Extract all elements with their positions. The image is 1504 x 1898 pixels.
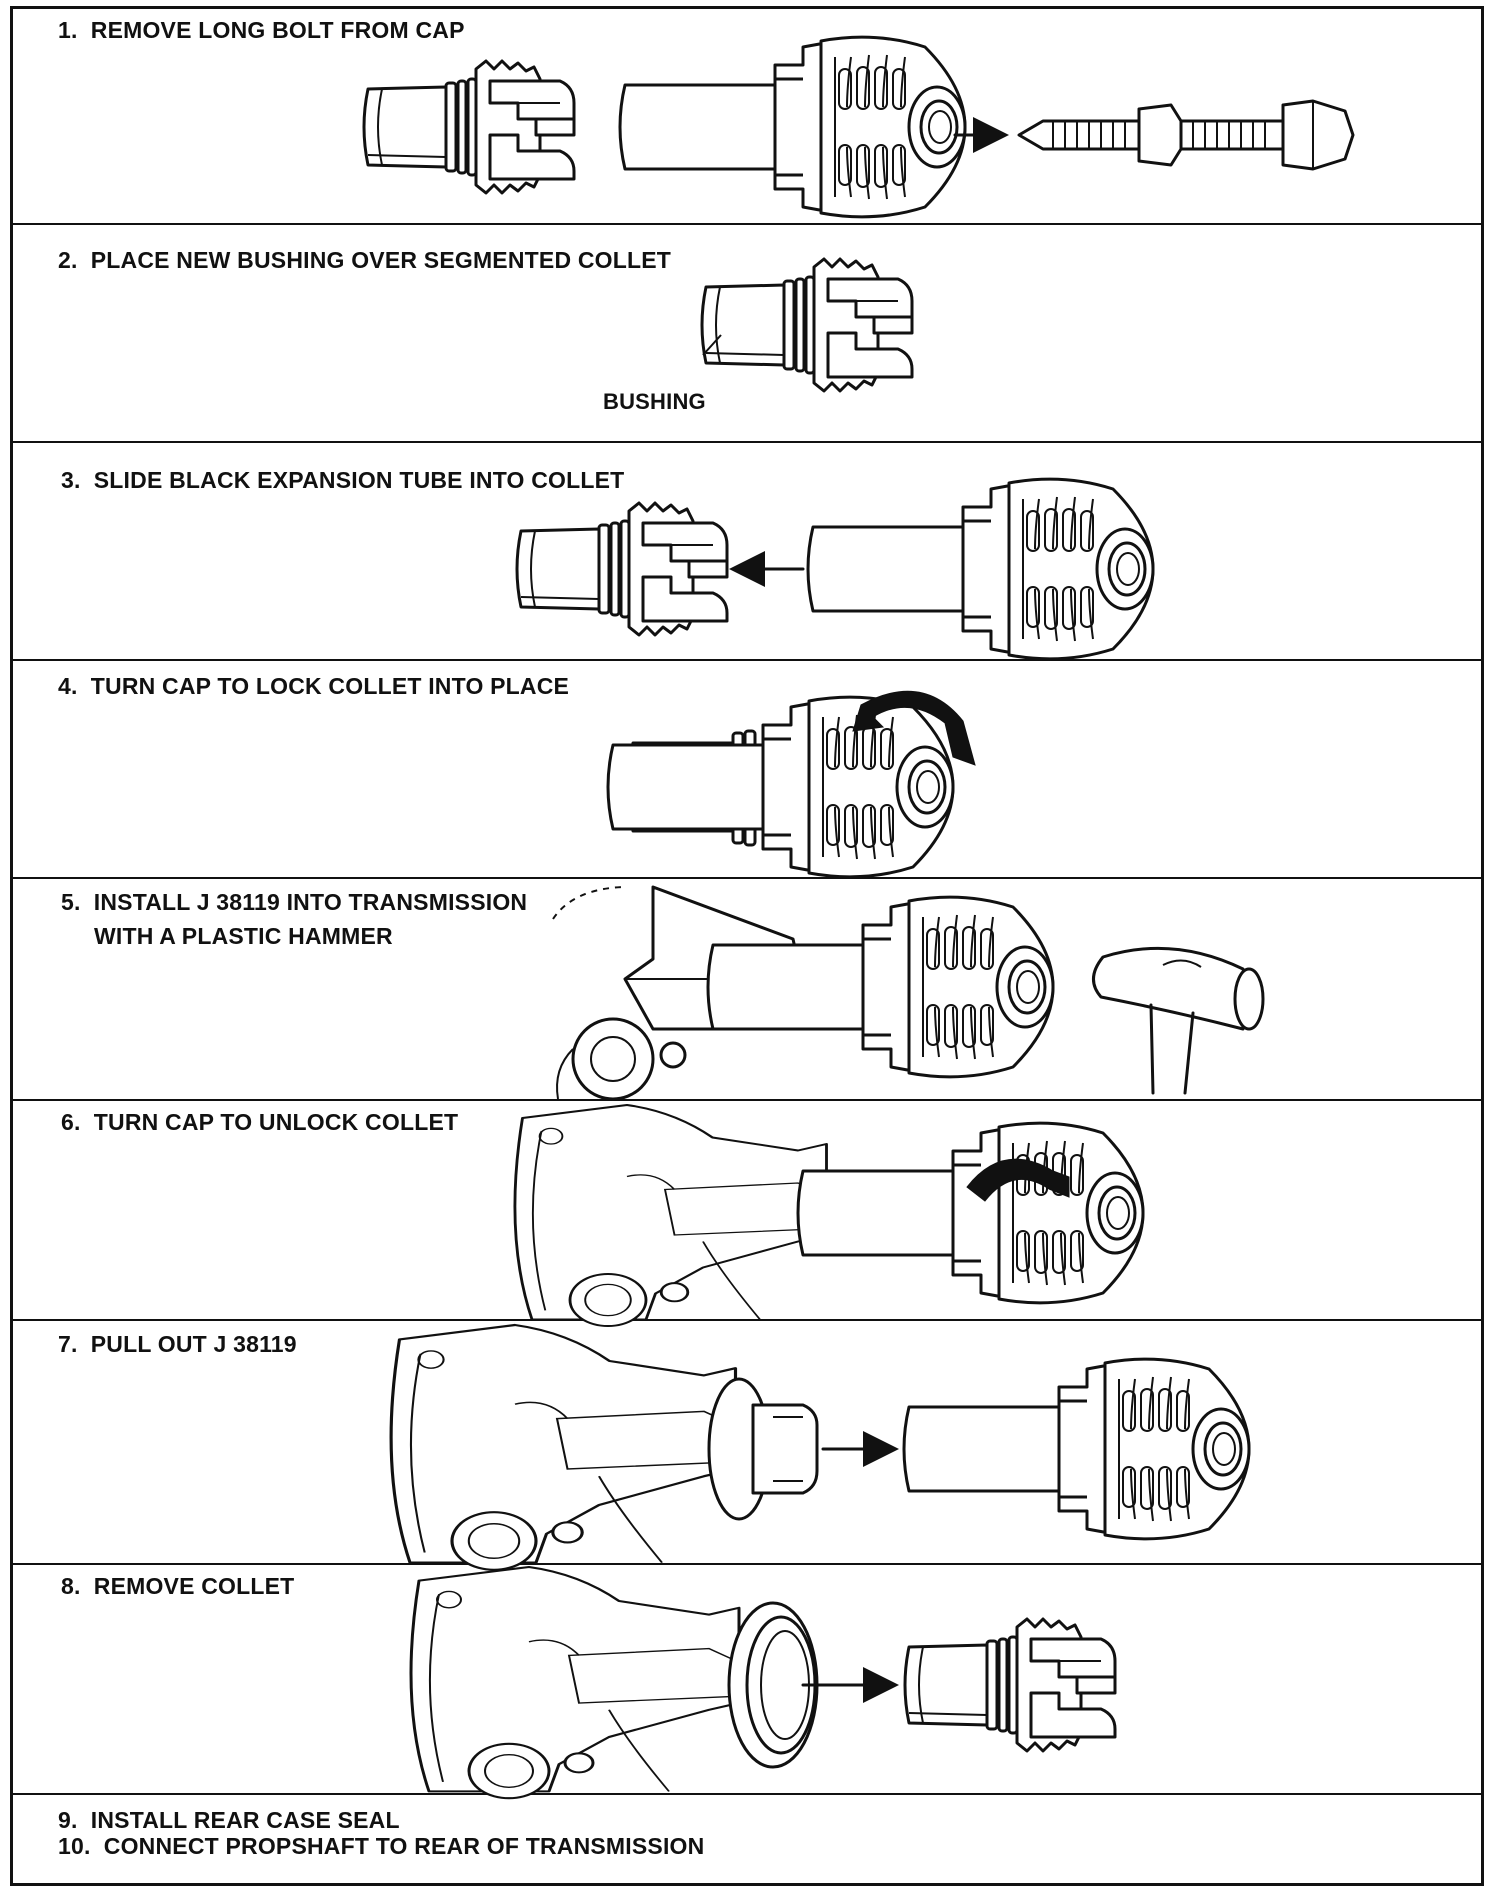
assembled-tool-drawing [606, 695, 955, 879]
step-7-panel: 7. PULL OUT J 38119 [13, 1321, 1481, 1572]
step-4-panel: 4. TURN CAP TO LOCK COLLET INTO PLACE [13, 661, 1481, 879]
step-3-panel: 3. SLIDE BLACK EXPANSION TUBE INTO COLLE… [13, 443, 1481, 661]
collet-drawing [903, 1617, 1117, 1753]
tool-cap-drawing [902, 1357, 1251, 1541]
housing-edge-line [552, 886, 624, 920]
lock-rotation-arrow [852, 690, 976, 766]
step-3-illustration [515, 477, 1155, 661]
tool-cap-drawing [706, 895, 1055, 1079]
plastic-hammer-drawing [1092, 946, 1265, 1095]
procedure-sheet: 1. REMOVE LONG BOLT FROM CAP 2. PLACE NE… [10, 6, 1484, 1886]
step-5-illustration [552, 885, 1265, 1101]
step-1-illustration [362, 35, 1355, 219]
bushing-leader-line [702, 334, 722, 356]
step-5-panel: 5. INSTALL J 38119 INTO TRANSMISSION WIT… [13, 879, 1481, 1101]
step-8-illustration [409, 1565, 1117, 1800]
step-7-illustration [389, 1323, 1251, 1572]
step-6-panel: 6. TURN CAP TO UNLOCK COLLET [13, 1101, 1481, 1328]
tool-cap-drawing [796, 1121, 1145, 1305]
collet-drawing [362, 59, 576, 195]
unlock-rotation-arrow [966, 1158, 1070, 1202]
step-2-text: 2. PLACE NEW BUSHING OVER SEGMENTED COLL… [58, 247, 672, 273]
step-1-panel: 1. REMOVE LONG BOLT FROM CAP [13, 9, 1481, 225]
collet-with-bushing-drawing [700, 257, 914, 393]
bushing-callout: BUSHING [603, 389, 706, 414]
transmission-housing-drawing [409, 1565, 741, 1800]
step-8-panel: 8. REMOVE COLLET [13, 1565, 1481, 1800]
step-6-illustration [513, 1103, 1145, 1328]
collet-drawing [515, 501, 729, 637]
step-7-text: 7. PULL OUT J 38119 [58, 1331, 297, 1357]
cap-drawing [618, 35, 967, 219]
step-5-text: 5. INSTALL J 38119 INTO TRANSMISSION WIT… [61, 889, 528, 949]
step-8-text: 8. REMOVE COLLET [61, 1573, 295, 1599]
output-seal-bore-drawing [727, 1601, 819, 1769]
long-bolt-drawing [1017, 99, 1355, 171]
installed-collet-drawing [707, 1377, 819, 1521]
step-6-text: 6. TURN CAP TO UNLOCK COLLET [61, 1109, 459, 1135]
step-2-illustration [700, 257, 914, 393]
step-1-text: 1. REMOVE LONG BOLT FROM CAP [58, 17, 465, 43]
transmission-housing-drawing [389, 1323, 738, 1572]
step-9-10-text: 9. INSTALL REAR CASE SEAL 10. CONNECT PR… [58, 1807, 705, 1859]
transmission-housing-drawing [513, 1103, 828, 1328]
step-3-text: 3. SLIDE BLACK EXPANSION TUBE INTO COLLE… [61, 467, 625, 493]
step-4-text: 4. TURN CAP TO LOCK COLLET INTO PLACE [58, 673, 570, 699]
step-9-10-panel: 9. INSTALL REAR CASE SEAL 10. CONNECT PR… [13, 1795, 1481, 1883]
step-2-panel: 2. PLACE NEW BUSHING OVER SEGMENTED COLL… [13, 225, 1481, 443]
expansion-tube-cap-drawing [806, 477, 1155, 661]
step-4-illustration [606, 690, 976, 879]
